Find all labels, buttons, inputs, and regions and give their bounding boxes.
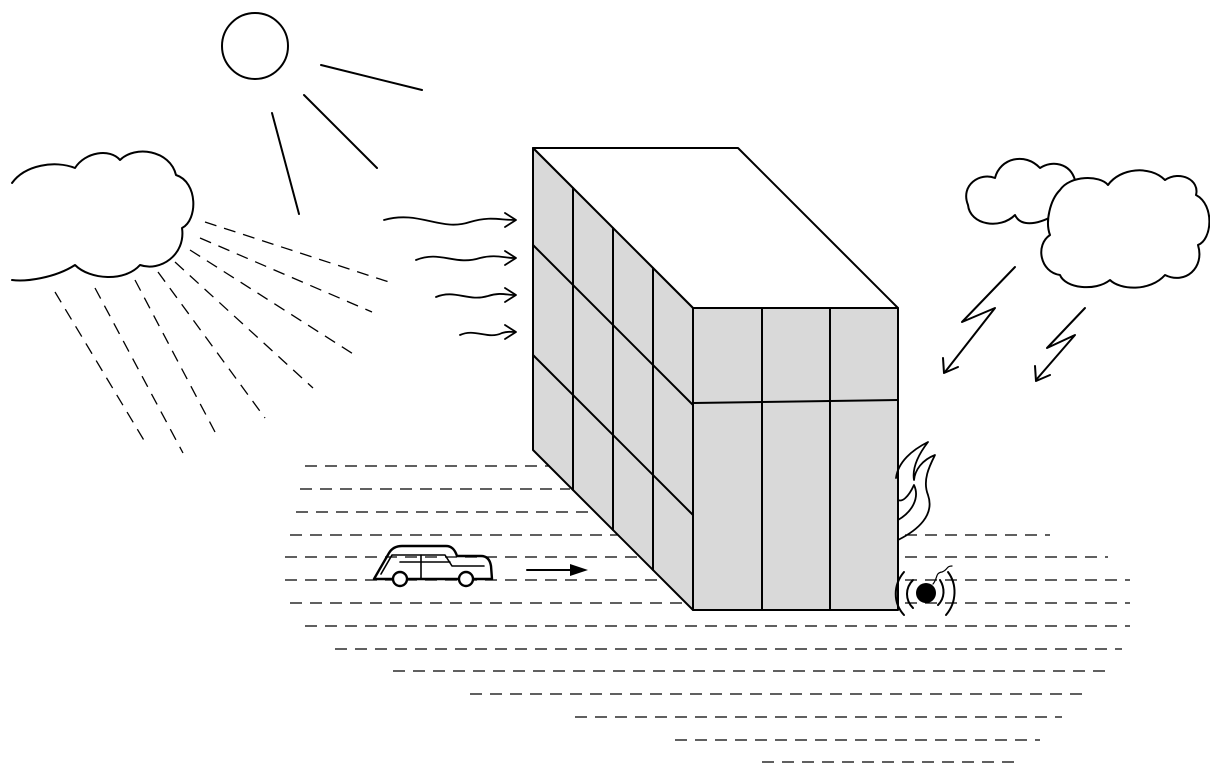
rain-cloud-icon	[11, 150, 393, 454]
lightning-bolt-icon	[942, 266, 1086, 382]
building-grid-lines	[532, 187, 899, 611]
wind-arrows	[383, 212, 517, 340]
flood-water	[285, 465, 1130, 763]
fire-icon	[895, 441, 936, 541]
building	[532, 147, 899, 611]
storm-clouds-icon	[965, 158, 1210, 289]
building-front-face	[692, 307, 899, 611]
bomb-icon	[894, 565, 956, 616]
car-motion-arrow	[526, 564, 588, 576]
sun-icon	[221, 12, 423, 215]
car-icon	[372, 544, 494, 588]
